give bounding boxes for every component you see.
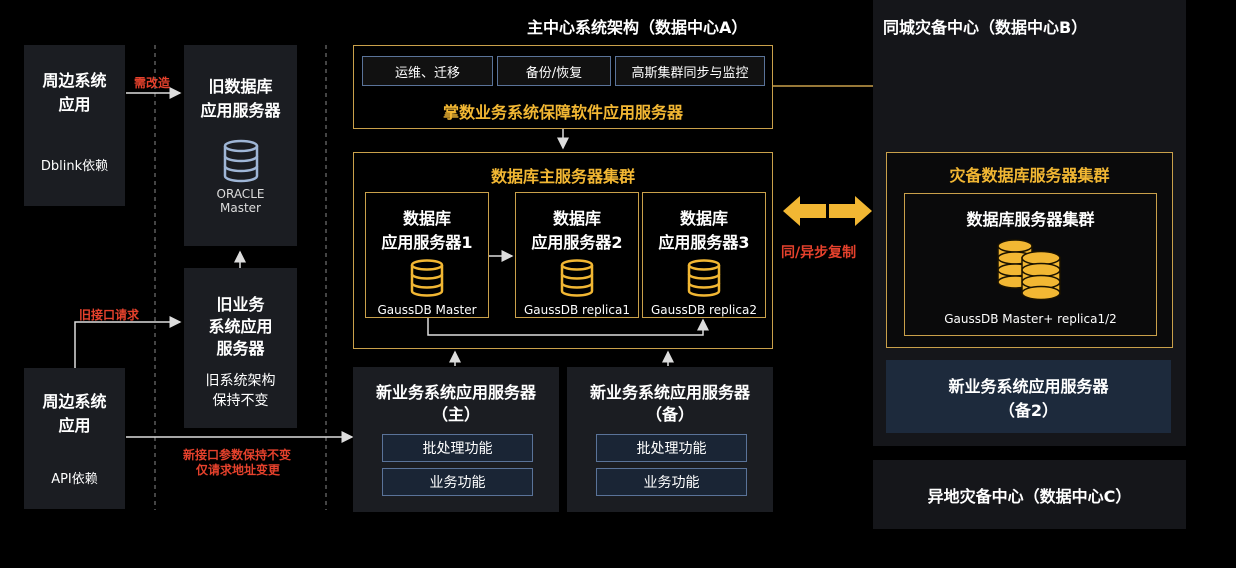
db-node-title: 应用服务器3	[658, 233, 750, 252]
db-node-1[interactable]: 数据库 应用服务器1 GaussDB Master	[365, 192, 489, 318]
db-node-2[interactable]: 数据库 应用服务器2 GaussDB replica1	[515, 192, 639, 318]
peripheral-title: 应用	[58, 416, 91, 435]
new-app-server-main[interactable]: 新业务系统应用服务器 （主） 批处理功能 业务功能	[353, 367, 559, 512]
new-app-server-backup[interactable]: 新业务系统应用服务器 （备） 批处理功能 业务功能	[567, 367, 773, 512]
dr-db-engine: GaussDB Master+ replica1/2	[944, 312, 1117, 326]
business-function-button[interactable]: 业务功能	[596, 468, 747, 496]
new-app-title: 新业务系统应用服务器	[375, 383, 536, 402]
db-node-title: 数据库	[402, 209, 451, 228]
old-app-note: 旧系统架构	[205, 373, 276, 389]
old-db-server[interactable]: 旧数据库 应用服务器 ORACLE Master	[184, 45, 297, 246]
backup-restore-button[interactable]: 备份/恢复	[497, 56, 611, 86]
main-cluster-title: 数据库主服务器集群	[490, 167, 635, 186]
database-icon	[223, 139, 258, 183]
old-db-title: 应用服务器	[200, 101, 281, 120]
center-a-title: 主中心系统架构（数据中心A）	[527, 18, 748, 37]
peripheral-title: 周边系统	[42, 392, 107, 411]
center-c-panel: 异地灾备中心（数据中心C）	[873, 460, 1186, 529]
dr-db-cluster[interactable]: 灾备数据库服务器集群 数据库服务器集群 GaussDB Master+ repl…	[886, 152, 1173, 348]
peripheral-app-top[interactable]: 周边系统 应用 Dblink依赖	[24, 45, 125, 206]
database-icon	[410, 259, 444, 297]
db-node-title: 数据库	[552, 209, 601, 228]
database-icon	[687, 259, 721, 297]
center-c-title: 异地灾备中心（数据中心C）	[927, 486, 1132, 506]
arrow-old-interface	[74, 316, 182, 368]
double-arrow-icon	[783, 196, 872, 226]
old-app-title: 旧业务	[216, 295, 265, 314]
old-db-role: Master	[220, 201, 261, 215]
label-new-interface-2: 仅请求地址变更	[196, 463, 281, 477]
gauss-sync-monitor-button[interactable]: 高斯集群同步与监控	[615, 56, 765, 86]
new-app-server-backup2[interactable]: 新业务系统应用服务器 （备2）	[886, 360, 1171, 433]
batch-function-button[interactable]: 批处理功能	[596, 434, 747, 462]
new-app-title: 新业务系统应用服务器	[589, 383, 750, 402]
dependency-note: API依赖	[51, 472, 98, 487]
label-sync-replication: 同/异步复制	[781, 245, 857, 261]
old-app-note: 保持不变	[212, 393, 269, 409]
guard-software-server[interactable]: 运维、迁移 备份/恢复 高斯集群同步与监控 掌数业务系统保障软件应用服务器	[353, 45, 773, 129]
dependency-note: Dblink依赖	[40, 159, 109, 174]
ops-migration-button[interactable]: 运维、迁移	[362, 56, 493, 86]
new-app-subtitle: （备2）	[998, 400, 1059, 420]
peripheral-app-bottom[interactable]: 周边系统 应用 API依赖	[24, 368, 125, 509]
label-new-interface-1: 新接口参数保持不变	[183, 448, 292, 462]
db-node-engine: GaussDB replica2	[651, 303, 757, 317]
db-node-title: 数据库	[679, 209, 728, 228]
business-function-button[interactable]: 业务功能	[382, 468, 533, 496]
label-need-change: 需改造	[134, 76, 171, 90]
db-node-title: 应用服务器1	[381, 233, 473, 252]
database-stack-icon	[996, 239, 1061, 300]
new-app-subtitle: （备）	[645, 405, 694, 424]
guard-title: 掌数业务系统保障软件应用服务器	[442, 103, 683, 122]
old-db-title: 旧数据库	[208, 77, 273, 96]
database-icon	[560, 259, 594, 297]
db-node-title: 应用服务器2	[531, 233, 623, 252]
batch-function-button[interactable]: 批处理功能	[382, 434, 533, 462]
new-app-title: 新业务系统应用服务器	[948, 376, 1109, 396]
label-old-interface: 旧接口请求	[79, 308, 140, 322]
db-node-3[interactable]: 数据库 应用服务器3 GaussDB replica2	[642, 192, 766, 318]
center-b-title: 同城灾备中心（数据中心B）	[883, 18, 1088, 37]
dr-inner-title: 数据库服务器集群	[966, 210, 1095, 229]
old-db-engine: ORACLE	[216, 187, 265, 201]
db-node-engine: GaussDB Master	[377, 303, 477, 317]
new-app-subtitle: （主）	[431, 405, 480, 424]
main-db-cluster[interactable]: 数据库主服务器集群 数据库 应用服务器1 GaussDB Master 数据库 …	[353, 152, 773, 349]
arrow-node1-to-node3	[427, 317, 709, 336]
old-app-title: 系统应用	[208, 317, 273, 336]
dr-inner-cluster[interactable]: 数据库服务器集群 GaussDB Master+ replica1/2	[904, 193, 1157, 336]
dr-cluster-title: 灾备数据库服务器集群	[949, 166, 1110, 185]
old-app-title: 服务器	[216, 339, 265, 358]
old-app-server[interactable]: 旧业务 系统应用 服务器 旧系统架构 保持不变	[184, 268, 297, 428]
peripheral-title: 周边系统	[42, 71, 107, 90]
db-node-engine: GaussDB replica1	[524, 303, 630, 317]
peripheral-title: 应用	[58, 95, 91, 114]
